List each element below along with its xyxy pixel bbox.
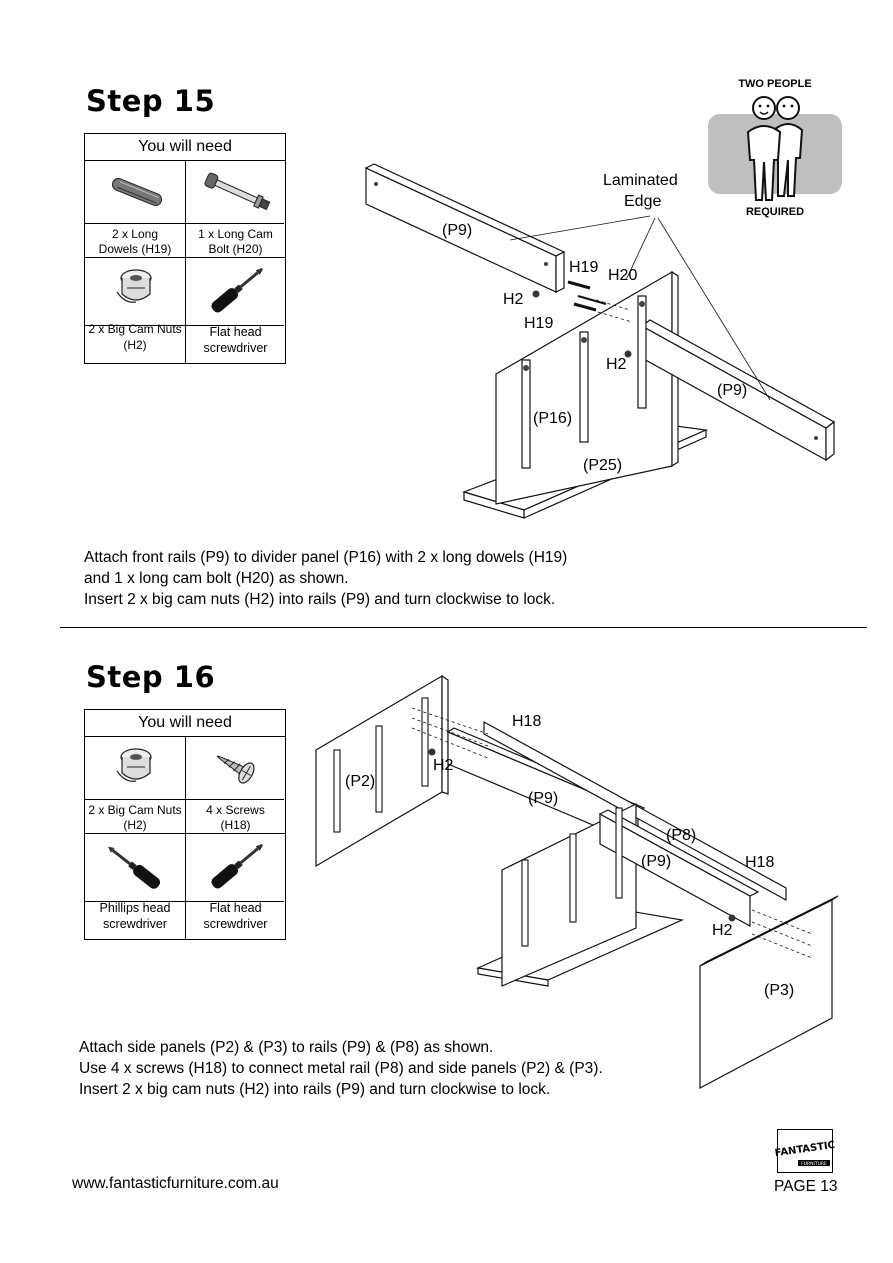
two-people-required-badge: TWO PEOPLE REQUIRED	[704, 78, 846, 218]
parts-caption: Dowels (H19)	[98, 242, 172, 256]
screw-icon	[216, 755, 255, 784]
parts-cell: 4 x Screws (H18)	[186, 737, 285, 834]
instruction-line: Attach side panels (P2) & (P3) to rails …	[79, 1039, 494, 1056]
svg-text:FANTASTIC: FANTASTIC	[774, 1140, 836, 1159]
parts-table-line	[84, 325, 284, 326]
panel-divider	[501, 803, 637, 987]
step15-title: Step 15	[86, 84, 216, 118]
parts-caption: 4 x Screws	[206, 803, 265, 817]
section-divider	[60, 627, 867, 628]
label-p9-top: (P9)	[528, 790, 559, 807]
step16-instructions: Attach side panels (P2) & (P3) to rails …	[79, 1037, 603, 1100]
label-h2-right: H2	[606, 356, 627, 373]
parts-cell: Phillips head screwdriver	[85, 834, 186, 939]
parts-cell: Flat head screwdriver	[186, 834, 285, 939]
brand-logo: FANTASTIC FURNITURE	[774, 1129, 836, 1173]
label-p9-right: (P9)	[717, 382, 748, 399]
parts-caption: 2 x Big Cam Nuts	[88, 803, 182, 817]
parts-caption: screwdriver	[103, 917, 167, 931]
phillips-screwdriver-icon	[107, 846, 161, 889]
footer-url: www.fantasticfurniture.com.au	[72, 1175, 279, 1192]
label-p9-mid: (P9)	[641, 853, 672, 870]
label-p3: (P3)	[764, 982, 795, 999]
fantastic-logo-icon: FANTASTIC FURNITURE	[774, 1140, 836, 1167]
step15-parts-table: You will need 2 x Long Dowels (H19) 1 x …	[84, 133, 286, 364]
parts-table-line	[84, 799, 284, 800]
parts-caption: 1 x Long Cam	[198, 227, 273, 241]
step15-instructions: Attach front rails (P9) to divider panel…	[84, 547, 567, 610]
label-p8: (P8)	[666, 827, 697, 844]
parts-cell: Flat head screwdriver	[186, 258, 285, 363]
instruction-line: Insert 2 x big cam nuts (H2) into rails …	[79, 1081, 551, 1098]
instruction-line: Attach front rails (P9) to divider panel…	[84, 549, 568, 566]
label-p16: (P16)	[533, 410, 573, 427]
step16-assembly-diagram	[315, 674, 839, 1089]
big-cam-nut-icon	[116, 748, 152, 782]
label-h19-top: H19	[569, 259, 599, 276]
laminated-edge-label: Laminated	[603, 172, 678, 189]
instruction-line: and 1 x long cam bolt (H20) as shown.	[84, 570, 349, 587]
parts-caption: screwdriver	[203, 917, 268, 931]
parts-cell: 1 x Long Cam Bolt (H20)	[186, 161, 285, 258]
laminated-edge-label-2: Edge	[624, 193, 662, 210]
long-cam-bolt-icon	[204, 172, 271, 211]
parts-cell: 2 x Big Cam Nuts (H2)	[85, 258, 186, 363]
two-people-bottom-text: REQUIRED	[745, 206, 805, 218]
step16-need-header: You will need	[85, 710, 285, 737]
parts-caption: Flat head	[209, 901, 262, 915]
parts-cell: 2 x Long Dowels (H19)	[85, 161, 186, 258]
parts-table-line	[84, 223, 284, 224]
big-cam-nut-icon	[116, 269, 152, 303]
parts-caption: (H2)	[123, 338, 147, 352]
label-p2: (P2)	[345, 773, 376, 790]
parts-table-line	[84, 901, 284, 902]
parts-caption: (H2)	[123, 818, 147, 832]
label-h2-bottom: H2	[712, 922, 733, 939]
parts-cell: 2 x Big Cam Nuts (H2)	[85, 737, 186, 834]
two-people-icon	[708, 96, 842, 201]
parts-caption: 2 x Long	[111, 227, 159, 241]
label-h2-top: H2	[433, 757, 454, 774]
label-h2-left: H2	[503, 291, 524, 308]
instruction-line: Insert 2 x big cam nuts (H2) into rails …	[84, 591, 556, 608]
long-dowel-icon	[111, 178, 163, 206]
step15-assembly-diagram	[364, 163, 836, 519]
parts-caption: Phillips head	[99, 901, 171, 915]
label-p25: (P25)	[583, 457, 623, 474]
parts-caption: Bolt (H20)	[208, 242, 263, 256]
label-h20: H20	[608, 267, 638, 284]
step16-title: Step 16	[86, 660, 216, 694]
label-h18-right: H18	[745, 854, 775, 871]
label-h19-bottom: H19	[524, 315, 554, 332]
instruction-line: Use 4 x screws (H18) to connect metal ra…	[79, 1060, 603, 1077]
parts-caption: (H18)	[220, 818, 251, 832]
svg-text:FURNITURE: FURNITURE	[801, 1161, 827, 1167]
parts-caption: Flat head	[209, 325, 262, 339]
label-p9-left: (P9)	[442, 222, 473, 239]
step16-parts-table: You will need 2 x Big Cam Nuts (H2) 4 x …	[84, 709, 286, 940]
label-h18-top: H18	[512, 713, 542, 730]
parts-caption: screwdriver	[203, 341, 268, 355]
two-people-top-text: TWO PEOPLE	[738, 78, 812, 90]
flat-screwdriver-icon	[211, 844, 263, 889]
flat-screwdriver-icon	[211, 268, 263, 313]
step15-need-header: You will need	[85, 134, 285, 161]
page-number: PAGE 13	[774, 1178, 838, 1195]
